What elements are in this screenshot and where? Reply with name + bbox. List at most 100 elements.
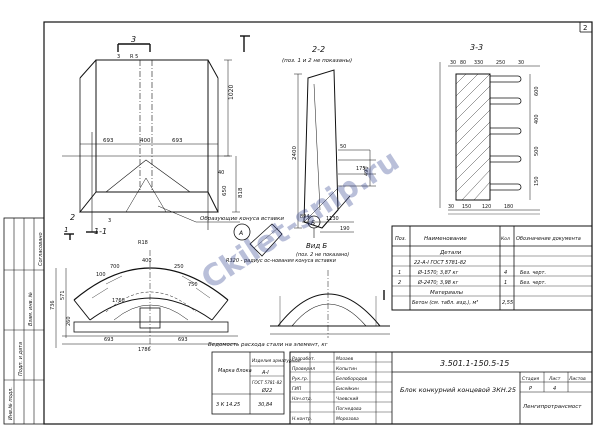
title-stage-label: Стадия	[522, 376, 540, 382]
title-sheets-label: Листов	[568, 376, 586, 382]
dim-plan-260: 260	[66, 316, 72, 326]
section-3-3-title: 3-3	[470, 43, 483, 52]
section-2-2-note: (поз. 1 и 2 не показаны)	[282, 58, 352, 64]
spec-header-pos: Поз.	[395, 236, 406, 242]
section-1-1-title: 1-1	[94, 227, 107, 236]
dim-plan-400: 400	[142, 258, 152, 264]
role-0: Разработ.	[292, 356, 315, 362]
dim-plan-693b: 693	[178, 337, 188, 343]
detail-a-mark: А	[238, 230, 243, 237]
title-code: 3.501.1-150.5-15	[440, 359, 509, 368]
dim-650: 650	[222, 185, 228, 196]
dim-190: 190	[340, 226, 350, 232]
spec-row2-pos: 2	[398, 280, 401, 286]
role-1: Проверил	[292, 366, 315, 372]
spec-row1-qty: 4	[504, 270, 507, 276]
spec-row1-doc: Без. черт.	[520, 270, 546, 276]
title-org: Ленгипротрансмост	[522, 404, 582, 410]
steel-col-mark: Марка блока	[218, 368, 252, 374]
name-3: Бисейкин	[336, 386, 359, 392]
steel-col-class: А-I	[261, 370, 269, 376]
dim-40: 40	[218, 170, 224, 176]
dim-693-left: 693	[103, 138, 114, 144]
dim-490: 490	[364, 166, 370, 176]
front-elevation	[62, 35, 250, 233]
dim-33-250: 250	[496, 60, 505, 66]
name-2: Белобородов	[336, 376, 367, 382]
spec-group-details: Детали	[439, 250, 462, 256]
side-stamp: Инв.№ подл. Подп. и дата Взам. инв. № Со…	[3, 217, 45, 425]
spec-header-qty: Кол	[501, 236, 510, 242]
dim-33-150: 150	[534, 176, 540, 186]
spec-row2-name: Ø-2470; 3,98 кг	[417, 279, 459, 286]
steel-col-gost: ГОСТ 5781-82	[252, 380, 282, 385]
spec-concrete-qty: 2,55	[502, 300, 513, 306]
dim-top-3: 3	[117, 54, 120, 60]
dim-33-b180: 180	[504, 204, 513, 210]
view-b	[307, 215, 321, 238]
dim-33-500: 500	[534, 146, 540, 156]
view-b-mark: Б	[311, 220, 315, 227]
dim-33-30: 30	[450, 60, 456, 66]
title-block	[289, 351, 593, 425]
dim-818: 818	[238, 187, 244, 198]
dim-33-30b: 30	[518, 60, 524, 66]
name-5: Погнедова	[336, 406, 362, 412]
dim-33-330: 330	[474, 60, 483, 66]
steel-row-value: 30,84	[258, 402, 272, 408]
dim-plan-1760: 1760	[112, 298, 125, 304]
stamp-label-sign: Подп. и дата	[18, 342, 24, 376]
cone-forming-note: Образующие конуса вставки	[200, 216, 284, 222]
section-2-2-title: 2-2	[312, 45, 325, 54]
view-b-note: (поз. 2 не показано)	[296, 252, 349, 258]
role-5: Н.контр.	[292, 416, 312, 422]
role-4: Нач.отд.	[292, 396, 312, 402]
stamp-label-agreed: Согласовано	[38, 232, 44, 266]
stamp-label-replace: Взам. инв. №	[28, 292, 34, 326]
dim-175: 175	[356, 166, 366, 172]
spec-table	[391, 225, 593, 311]
spec-row2-qty: 1	[504, 280, 507, 286]
view-b-title: Вид Б	[306, 242, 327, 250]
dim-plan-693a: 693	[104, 337, 114, 343]
section-3-3	[439, 62, 540, 215]
dim-1130: 1130	[326, 216, 339, 222]
section-marker-3: 3	[131, 35, 136, 44]
dim-400-mid: 400	[140, 138, 151, 144]
dim-33-600: 600	[534, 86, 540, 96]
plan-1-1	[55, 233, 238, 348]
dim-r118: R18	[138, 240, 148, 246]
steel-col-products: Изделия арматурные	[252, 358, 301, 364]
title-stage: Р	[529, 386, 532, 392]
spec-row1-pos: 1	[398, 270, 401, 276]
spec-concrete: Бетон (см. табл. изд.), м³	[412, 300, 478, 306]
name-4: Чаевский	[336, 396, 358, 402]
steel-row-mark: 3 К 14.25	[216, 402, 240, 408]
role-2: Рук.гр.	[292, 376, 308, 382]
cone-annotation	[157, 205, 283, 257]
spec-row2-doc: Без. черт.	[520, 280, 546, 286]
dim-1020: 1020	[228, 85, 235, 100]
steel-col-dia: Ø22	[261, 387, 272, 394]
spec-header-name: Наименование	[424, 236, 467, 242]
spec-standard: 22-А-I ГОСТ 5781-82	[414, 260, 466, 266]
name-6: Морозова	[336, 416, 359, 422]
dim-33-b150: 150	[462, 204, 471, 210]
dim-33-b120: 120	[482, 204, 491, 210]
spec-header-doc: Обозначение документа	[516, 236, 581, 242]
section-2-2	[294, 69, 376, 233]
section-marker-2: 2	[70, 213, 75, 222]
dim-plan-250: 250	[174, 264, 184, 270]
dim-50: 50	[340, 144, 346, 150]
steel-caption: Ведомость расхода стали на элемент, кг	[208, 342, 328, 348]
dim-plan-750: 750	[188, 282, 198, 288]
dim-plan-700: 700	[110, 264, 120, 270]
title-sheet-label: Лист	[548, 376, 561, 382]
role-3: ГИП	[292, 386, 302, 392]
radius-note: R320 - радиус ос-нования конуса вставки	[226, 258, 337, 264]
title-name: Блок конкурний концевой 3КН.25	[400, 386, 516, 394]
page-number: 2	[583, 24, 587, 32]
dim-33-b30: 30	[448, 204, 454, 210]
dim-894: 894	[300, 214, 310, 220]
